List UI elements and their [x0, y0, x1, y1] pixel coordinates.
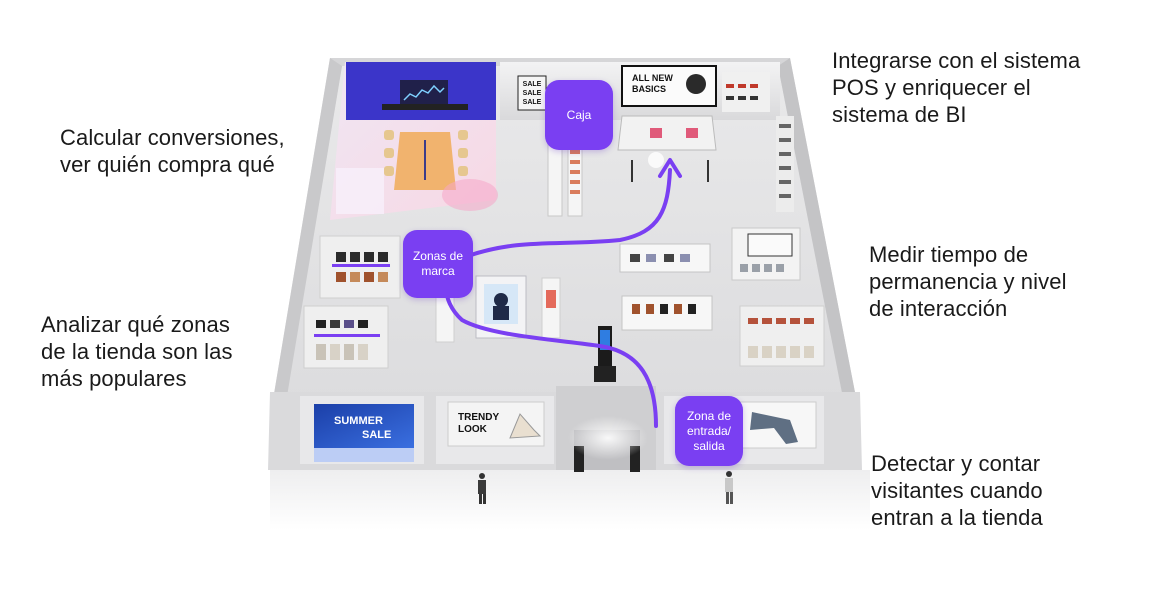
caption-dwell-time-line-3: de interacción — [869, 296, 1008, 321]
zone-badge-entrance: Zona de entrada/ salida — [675, 396, 743, 466]
meeting-glow — [442, 179, 498, 211]
center-shelf-products — [570, 150, 580, 194]
caption-conversions-line-2: ver quién compra qué — [60, 152, 275, 177]
caption-visitors-line-3: entran a la tienda — [871, 505, 1043, 530]
zone-brand-label-1: Zonas de — [412, 249, 464, 263]
summer-sale-glow — [314, 448, 414, 462]
person-left — [478, 473, 486, 504]
caption-pos-bi-line-1: Integrarse con el sistema — [832, 48, 1081, 73]
summer-sale-text-1: SUMMER — [334, 415, 383, 427]
entrance-sensor-glow — [568, 416, 648, 460]
caption-popular-zones-line-1: Analizar qué zonas — [41, 312, 230, 337]
sale-sign-text-1: SALE — [523, 81, 542, 88]
caption-popular-zones-line-3: más populares — [41, 366, 187, 391]
summer-sale-text-2: SALE — [362, 429, 391, 441]
trendy-look-shoe — [509, 413, 542, 439]
right-wall-shelf-top — [722, 72, 770, 112]
trendy-look-text-2: LOOK — [458, 424, 488, 435]
trendy-look-text-1: TRENDY — [458, 412, 499, 423]
entrance-gate-right — [630, 446, 640, 472]
zone-caja-label: Caja — [566, 107, 592, 122]
center-table-top-items — [630, 254, 690, 262]
jeans-billboard-jeans — [750, 412, 798, 444]
caption-popular-zones-line-2: de la tienda son las — [41, 339, 233, 364]
center-table-bottom-items — [632, 304, 696, 314]
person-right — [725, 471, 733, 504]
meeting-whiteboard — [336, 168, 384, 214]
all-new-basics-text-2: BASICS — [632, 84, 666, 94]
caption-visitors-line-2: visitantes cuando — [871, 478, 1043, 503]
left-shelf-top-led — [332, 264, 390, 267]
zone-brand-label-2: marca — [421, 264, 455, 278]
ceiling-light — [648, 152, 664, 168]
left-wall — [270, 58, 342, 418]
sidewalk — [270, 470, 870, 530]
summer-sale-billboard — [314, 404, 414, 448]
caption-dwell-time-line-2: permanencia y nivel — [869, 269, 1067, 294]
caption-dwell-time-line-1: Medir tiempo de — [869, 242, 1029, 267]
signage-totem-base — [594, 366, 616, 382]
right-shelf-shoes — [726, 84, 758, 100]
brand-kiosk-figure — [494, 293, 508, 307]
zone-entrance-label-2: entrada/ — [686, 423, 732, 438]
brand-kiosk-figure-body — [493, 306, 509, 320]
caption-pos-bi-line-2: POS y enriquecer el — [832, 75, 1031, 100]
signage-totem-screen — [600, 330, 610, 350]
billboard-model-head — [686, 74, 706, 94]
zone-entrance-label-1: Zona de — [686, 408, 732, 423]
journey-arrow-head — [658, 158, 682, 178]
zone-badge-caja: Caja — [545, 80, 613, 150]
zone-badge-brand: Zonas de marca — [403, 230, 473, 298]
caption-pos-bi: Integrarse con el sistema POS y enriquec… — [832, 47, 1080, 128]
pos-counter — [617, 115, 717, 151]
pos-terminal-1 — [650, 128, 662, 138]
pos-terminal-2 — [686, 128, 698, 138]
meeting-screen-chart — [403, 84, 445, 101]
left-shelf-bottom-items — [316, 320, 368, 360]
center-shelf-left — [547, 139, 563, 217]
brand-pillar-accent — [546, 290, 556, 308]
meeting-chairs — [384, 130, 468, 176]
entrance-gate-left — [574, 446, 584, 472]
all-new-basics-text-1: ALL NEW — [632, 73, 673, 83]
right-shoe-shelf-items — [748, 318, 814, 358]
right-rack-items — [779, 124, 791, 198]
caption-conversions: Calcular conversiones, ver quién compra … — [60, 124, 285, 178]
right-display-screen — [747, 233, 793, 257]
caption-pos-bi-line-3: sistema de BI — [832, 102, 967, 127]
caption-popular-zones: Analizar qué zonas de la tienda son las … — [41, 311, 233, 392]
caption-dwell-time: Medir tiempo de permanencia y nivel de i… — [869, 241, 1067, 322]
left-shelf-bottom-led — [314, 334, 380, 337]
left-shelf-top-items — [336, 252, 388, 282]
caption-visitors-line-1: Detectar y contar — [871, 451, 1041, 476]
sale-sign-text-2: SALE — [523, 90, 542, 97]
sale-sign-text-3: SALE — [523, 99, 542, 106]
meeting-room-bench — [382, 104, 468, 110]
caption-conversions-line-1: Calcular conversiones, — [60, 125, 285, 150]
zone-entrance-label-3: salida — [693, 438, 725, 453]
right-wall — [778, 58, 860, 418]
right-display-items — [740, 264, 784, 272]
caption-visitors: Detectar y contar visitantes cuando entr… — [871, 450, 1043, 531]
sale-sign-box — [517, 75, 547, 111]
